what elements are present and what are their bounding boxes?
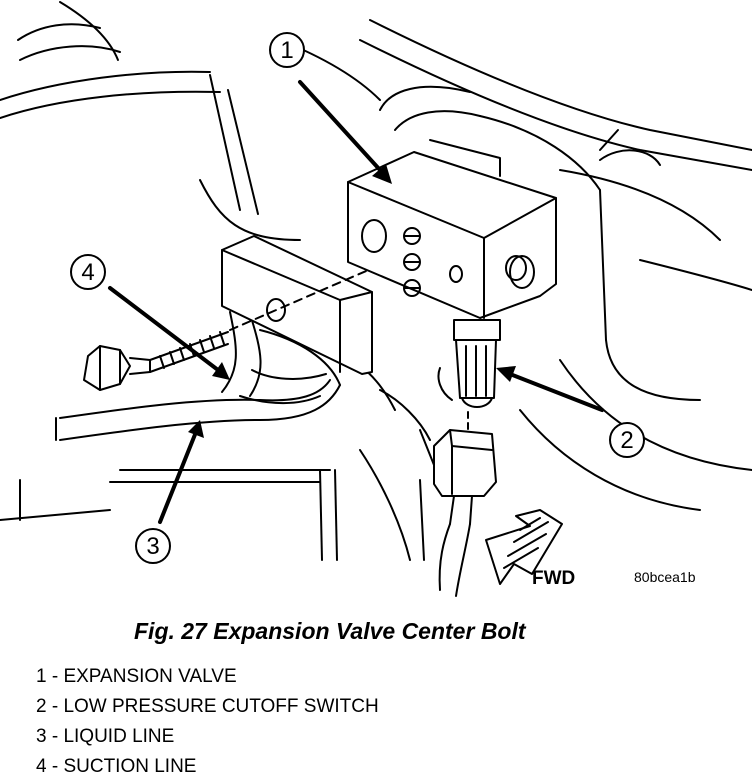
callout-number-2: 2 [620, 427, 633, 454]
callout-number-3: 3 [146, 533, 159, 560]
callout-circle-1 [269, 32, 305, 68]
suction-line-tube [221, 311, 341, 405]
background-body-outline [0, 1, 752, 561]
callout-number-4: 4 [81, 259, 94, 286]
legend-item: 1 - EXPANSION VALVE [36, 666, 237, 687]
callout-circle-3 [135, 528, 171, 564]
wiring-connector [433, 429, 497, 597]
callout-number-1: 1 [280, 37, 293, 64]
figure-caption: Fig. 27 Expansion Valve Center Bolt [134, 618, 526, 644]
expansion-valve-body [347, 139, 557, 319]
mounting-block [221, 235, 373, 375]
legend-item: 3 - LIQUID LINE [36, 726, 175, 747]
bolt-alignment-line [229, 251, 411, 331]
callout-circle-2 [609, 422, 645, 458]
low-pressure-cutoff-switch [437, 319, 501, 408]
legend-item: 4 - SUCTION LINE [36, 756, 197, 777]
leader-arrows [108, 80, 604, 524]
liquid-line-tube [55, 379, 341, 441]
leader-arrowheads [188, 164, 516, 438]
callout-circle-4 [70, 254, 106, 290]
image-code: 80bcea1b [634, 569, 696, 585]
legend-item: 2 - LOW PRESSURE CUTOFF SWITCH [36, 696, 379, 717]
legend-list: 1 - EXPANSION VALVE 2 - LOW PRESSURE CUT… [36, 662, 379, 782]
expansion-valve-illustration: 1 2 3 4 FWD 80bcea1b [0, 1, 752, 597]
forward-direction-arrow [485, 509, 563, 585]
direction-label: FWD [532, 568, 575, 589]
